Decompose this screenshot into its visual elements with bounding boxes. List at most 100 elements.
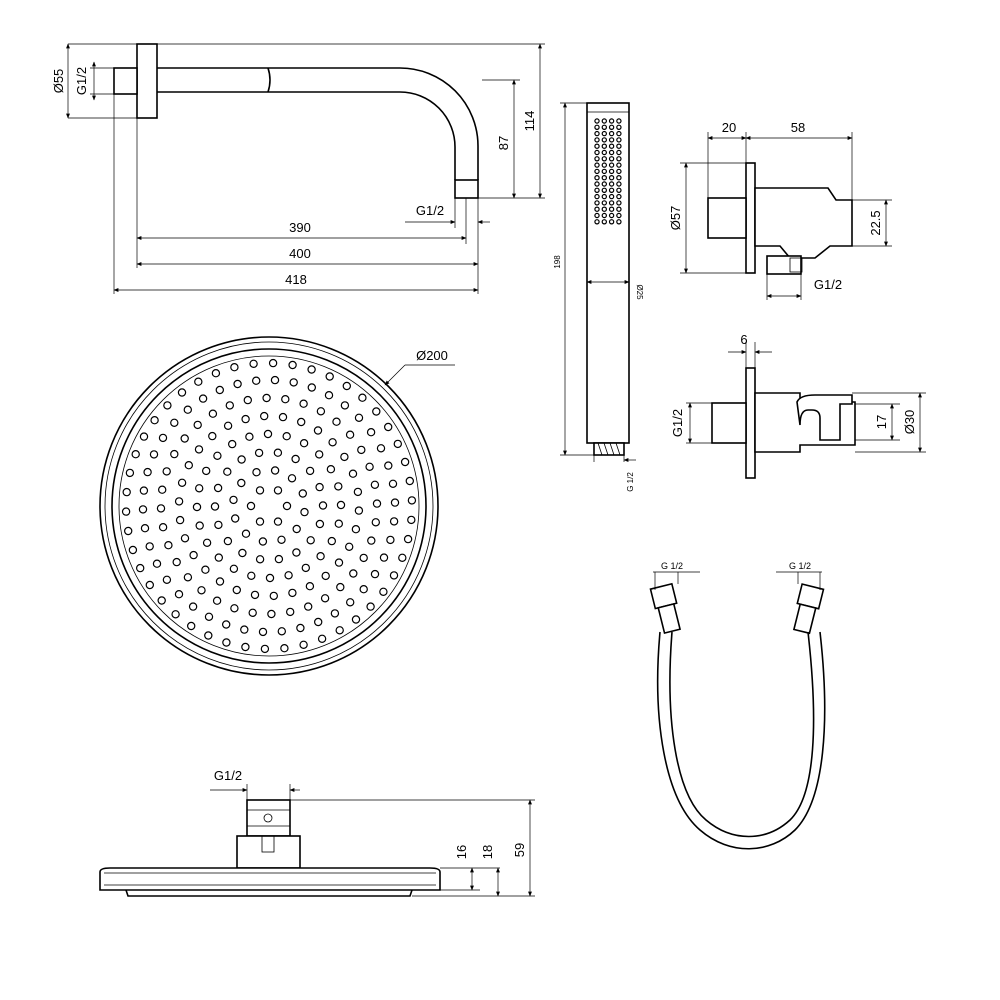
head-nozzle xyxy=(336,582,345,592)
head-nozzle xyxy=(193,420,202,430)
head-nozzle xyxy=(164,541,173,550)
hand-shower-nozzles xyxy=(594,118,622,225)
head-nozzle xyxy=(250,590,260,600)
hand-shower-nozzle xyxy=(608,193,615,200)
hand-shower-nozzle xyxy=(601,149,608,156)
head-nozzle xyxy=(270,466,280,475)
head-nozzle xyxy=(258,537,268,546)
arm-outlet xyxy=(454,179,479,199)
head-nozzle xyxy=(281,395,290,404)
hand-shower-nozzle xyxy=(616,193,622,200)
head-nozzle xyxy=(305,466,315,476)
head-nozzle xyxy=(277,535,286,545)
head-nozzle xyxy=(379,553,389,562)
head-nozzle xyxy=(255,555,265,564)
head-nozzle xyxy=(186,621,196,631)
head-nozzle xyxy=(315,519,325,529)
hand-shower-nozzle xyxy=(601,187,608,193)
head-nozzle xyxy=(189,550,198,560)
head-nozzle xyxy=(351,525,361,534)
hand-shower-nozzle xyxy=(601,174,608,181)
head-side-nut xyxy=(246,799,291,837)
hand-shower-nozzle xyxy=(594,168,600,175)
head-nozzle xyxy=(320,594,330,603)
hand-shower-nozzle xyxy=(601,206,608,212)
head-nozzle xyxy=(299,439,309,448)
head-nozzle xyxy=(407,496,417,505)
head-nozzle xyxy=(345,542,354,552)
head-nozzle xyxy=(223,421,233,430)
outlet-side-dia-label: Ø57 xyxy=(668,206,683,231)
head-nozzle xyxy=(248,608,257,618)
head-nozzle xyxy=(327,536,336,546)
head-nozzle xyxy=(222,638,231,647)
head-nozzle xyxy=(237,455,246,464)
outlet-front-plate xyxy=(745,367,756,479)
head-side-nozzles xyxy=(125,889,413,897)
head-nozzle xyxy=(354,506,364,515)
head-nozzle xyxy=(163,401,172,410)
head-nozzle xyxy=(245,432,254,441)
hand-shower-nozzle xyxy=(616,174,622,181)
head-nozzle xyxy=(268,358,278,368)
hand-shower-nozzle xyxy=(601,137,608,143)
arm-pipe-top xyxy=(157,67,479,180)
head-nozzle xyxy=(301,563,310,573)
hand-shower-nozzle xyxy=(594,206,600,212)
head-nozzle xyxy=(175,515,185,525)
head-nozzle xyxy=(252,468,261,477)
hand-shower-nozzle xyxy=(616,149,622,156)
arm-outlet-thread-label: G1/2 xyxy=(416,203,444,218)
head-nozzle xyxy=(357,445,366,455)
hand-shower-nozzle xyxy=(608,181,615,187)
hand-shower-nozzle xyxy=(608,212,615,219)
head-nozzle xyxy=(158,433,168,443)
head-nozzle xyxy=(177,478,187,487)
head-nozzle xyxy=(346,598,355,607)
head-nozzle xyxy=(307,383,316,392)
hand-shower-nozzle xyxy=(594,137,600,143)
head-nozzle xyxy=(140,524,150,533)
head-nozzle xyxy=(354,413,364,422)
head-nozzle xyxy=(292,524,301,534)
hand-shower-nozzle xyxy=(608,118,615,124)
head-nozzle xyxy=(388,479,398,488)
head-nozzle xyxy=(304,602,313,611)
hand-shower-nozzle xyxy=(594,181,600,187)
hand-shower-nozzle xyxy=(616,212,622,219)
head-nozzles xyxy=(121,358,417,654)
outlet-side-connector xyxy=(766,255,802,275)
head-nozzle xyxy=(238,548,247,558)
head-nozzle xyxy=(325,372,334,381)
head-nozzle xyxy=(139,432,149,441)
head-nozzle xyxy=(288,360,297,370)
head-nozzle xyxy=(386,535,395,545)
head-nozzle xyxy=(214,520,223,530)
head-nozzle xyxy=(255,517,265,526)
head-nozzle xyxy=(201,565,210,574)
hand-shower-dia-label: Ø25 xyxy=(635,284,644,300)
head-nozzle xyxy=(262,393,271,403)
head-nozzle xyxy=(300,507,309,517)
head-nozzle xyxy=(152,559,162,568)
head-nozzle xyxy=(342,381,351,391)
hand-shower-nozzle xyxy=(608,143,615,149)
hand-shower-nozzle xyxy=(594,200,600,206)
hand-shower-nozzle xyxy=(608,174,615,181)
head-nozzle xyxy=(393,439,402,449)
head-nozzle xyxy=(123,526,133,536)
head-nozzle xyxy=(263,429,273,439)
head-nozzle xyxy=(213,483,223,493)
head-nozzle xyxy=(328,438,337,447)
hand-shower-nozzle xyxy=(616,118,622,124)
arm-thread-stub xyxy=(113,67,138,95)
hand-shower-nozzle xyxy=(594,193,600,200)
head-nozzle xyxy=(335,626,344,635)
head-nozzle xyxy=(351,615,361,624)
head-nozzle xyxy=(249,359,258,368)
head-nozzle xyxy=(241,642,250,652)
head-side-thread-label: G1/2 xyxy=(214,768,242,783)
hand-shower-nozzle xyxy=(594,118,600,124)
hand-shower-nozzle xyxy=(601,156,608,162)
